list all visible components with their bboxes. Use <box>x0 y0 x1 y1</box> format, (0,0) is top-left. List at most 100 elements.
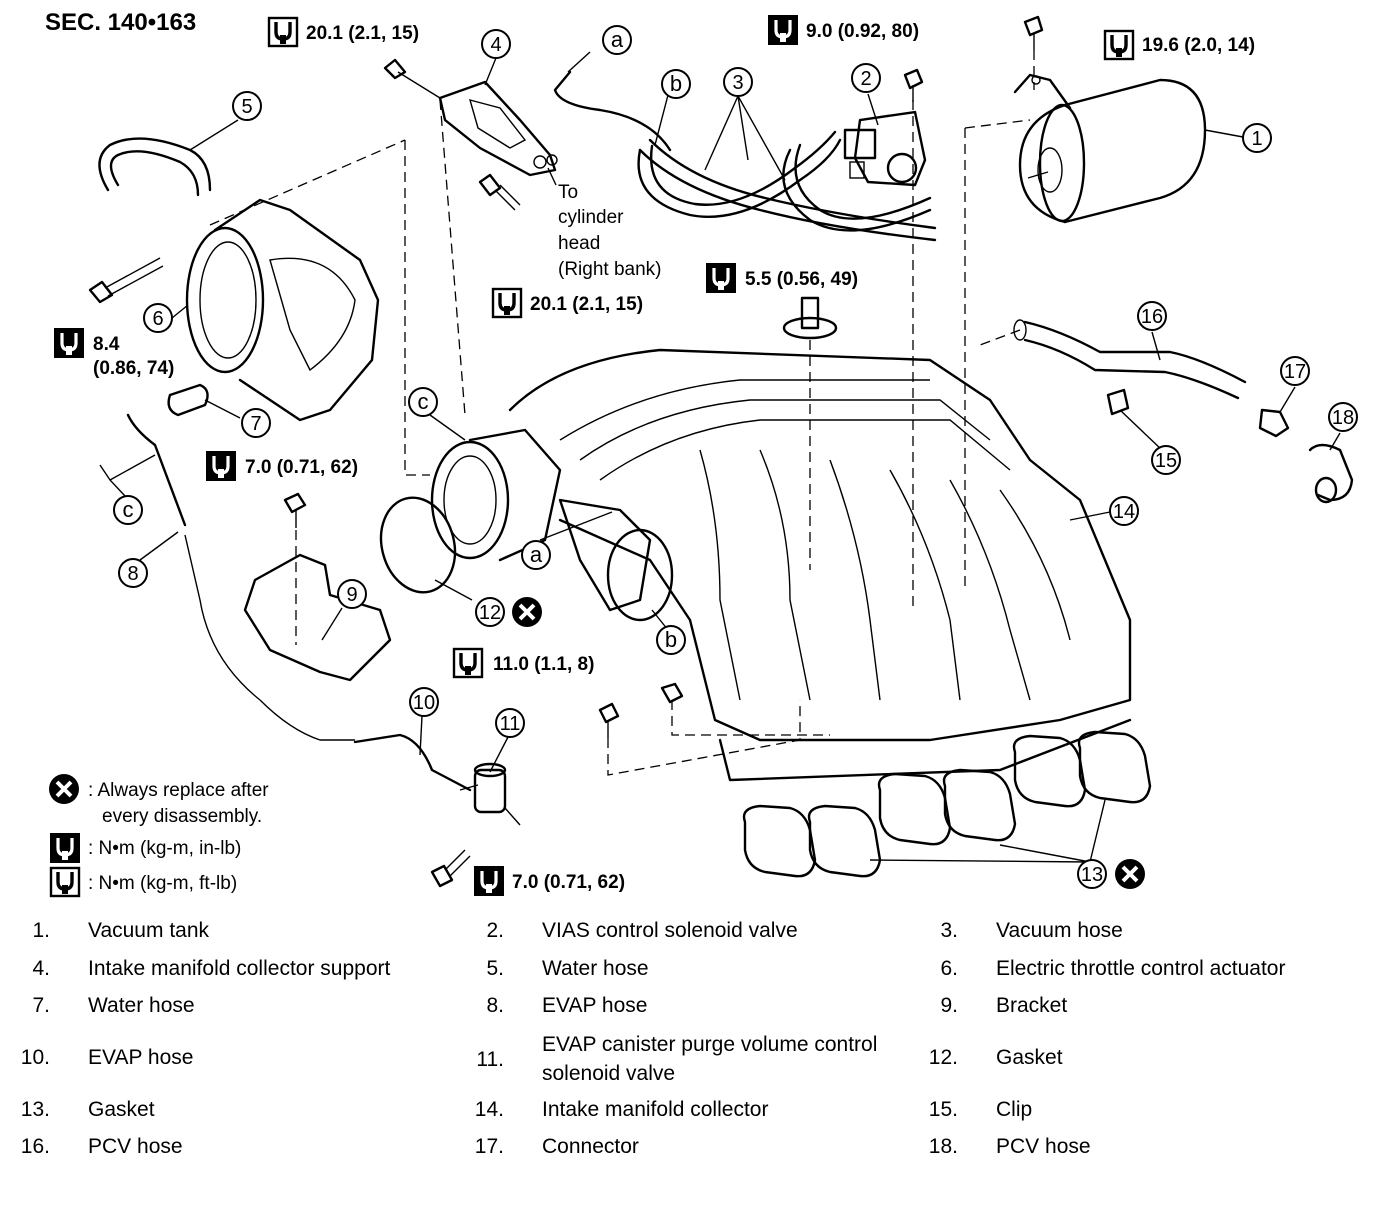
torque-spec: 20.1 (2.1, 15) <box>530 294 643 315</box>
replace-icon <box>47 772 81 806</box>
alignment-lines <box>209 50 1035 776</box>
svg-text:13: 13 <box>1081 864 1103 886</box>
torque-spec: 20.1 (2.1, 15) <box>306 23 419 44</box>
svg-text:12: 12 <box>479 602 501 624</box>
torque-spec: 7.0 (0.71, 62) <box>512 872 625 893</box>
svg-text:6: 6 <box>152 308 163 330</box>
legend-item: 4.Intake manifold collector support <box>32 957 391 980</box>
legend-item: 17.Connector <box>474 1135 639 1158</box>
evap-hose-8-drawing <box>126 413 187 527</box>
legend-item: 12.Gasket <box>928 1046 1063 1069</box>
legend-item: 18.PCV hose <box>928 1135 1091 1158</box>
svg-text:every disassembly.: every disassembly. <box>102 806 262 827</box>
torque-wrench-inlb-icon <box>52 326 86 360</box>
svg-text:10: 10 <box>413 692 435 714</box>
svg-text:head: head <box>558 233 600 254</box>
callout-12: 12 <box>475 597 505 627</box>
legend-item: 15.Clip <box>928 1098 1033 1121</box>
gasket-13-drawing <box>742 730 1152 878</box>
svg-text:4: 4 <box>490 34 501 56</box>
svg-text:a: a <box>530 542 543 567</box>
connector-label-c-upper: c <box>408 387 438 417</box>
torque-wrench-ftlb-icon <box>452 647 484 679</box>
bolt-icon <box>283 492 307 528</box>
svg-text:: Always replace after: : Always replace after <box>88 780 269 801</box>
bracket-drawing <box>243 553 392 682</box>
gasket-12-drawing <box>379 496 457 594</box>
legend-item: 10.EVAP hose <box>20 1046 194 1069</box>
svg-text:9: 9 <box>346 584 357 606</box>
legend-item: 5.Water hose <box>486 957 649 980</box>
torque-wrench-ftlb-icon <box>1103 29 1135 61</box>
torque-spec: (0.86, 74) <box>93 358 174 379</box>
legend-item: 8.EVAP hose <box>486 994 648 1017</box>
callout-9: 9 <box>337 579 367 609</box>
bolt-icon <box>1023 15 1044 50</box>
purge-solenoid-drawing <box>459 762 521 826</box>
torque-wrench-ftlb-icon <box>49 866 81 898</box>
vias-solenoid-drawing <box>843 110 927 187</box>
connector-label-b-upper: b <box>661 69 691 99</box>
torque-wrench-ftlb-icon <box>267 16 299 48</box>
bolt-icon <box>478 173 521 211</box>
svg-text:: N•m (kg-m, in-lb): : N•m (kg-m, in-lb) <box>88 838 241 859</box>
bolt-icon <box>383 58 441 99</box>
callout-11: 11 <box>495 708 525 738</box>
legend-item: 1.Vacuum tank <box>32 919 210 942</box>
bolt-icon <box>88 257 164 304</box>
callout-4: 4 <box>481 29 511 59</box>
torque-wrench-inlb-icon <box>704 261 738 295</box>
svg-text:18: 18 <box>1332 407 1354 429</box>
connector-17-drawing <box>1258 408 1290 438</box>
connector-label-b-lower: b <box>656 625 686 655</box>
svg-text:5: 5 <box>241 96 252 118</box>
svg-text:7: 7 <box>250 413 261 435</box>
svg-text:2: 2 <box>860 68 871 90</box>
throttle-adapter-drawing <box>430 428 562 562</box>
callout-15: 15 <box>1151 445 1181 475</box>
torque-wrench-inlb-icon <box>48 831 82 865</box>
torque-spec: 8.4 <box>93 334 120 355</box>
section-title: SEC. 140•163 <box>45 9 196 36</box>
callout-5: 5 <box>232 91 262 121</box>
svg-text:(Right bank): (Right bank) <box>558 259 662 280</box>
throttle-actuator-drawing <box>185 198 380 422</box>
legend-item: 9.Bracket <box>940 994 1068 1017</box>
pcv-hose-16-drawing <box>1013 319 1247 400</box>
svg-text:16: 16 <box>1141 306 1163 328</box>
torque-spec: 19.6 (2.0, 14) <box>1142 35 1255 56</box>
intake-collector-drawing <box>508 348 1132 782</box>
legend-item: 2.VIAS control solenoid valve <box>486 919 798 942</box>
torque-spec: 7.0 (0.71, 62) <box>245 457 358 478</box>
replace-icon <box>1113 857 1147 891</box>
collector-support-drawing <box>438 80 558 177</box>
svg-text:a: a <box>611 27 624 52</box>
torque-wrench-inlb-icon <box>472 864 506 898</box>
svg-text:1: 1 <box>1251 128 1262 150</box>
legend-item: 11.EVAP canister purge volume control so… <box>476 1033 878 1085</box>
torque-spec: 5.5 (0.56, 49) <box>745 269 858 290</box>
svg-text:To: To <box>558 182 578 203</box>
pcv-hose-18-drawing <box>1308 443 1354 504</box>
vacuum-hose-drawing <box>637 130 937 242</box>
torque-wrench-inlb-icon <box>204 449 238 483</box>
bolt-icon <box>598 682 684 738</box>
torque-wrench-ftlb-icon <box>491 287 523 319</box>
connector-label-c-lower: c <box>113 495 143 525</box>
torque-spec: 9.0 (0.92, 80) <box>806 21 919 42</box>
clip-15-drawing <box>1106 388 1130 416</box>
callout-8: 8 <box>118 558 148 588</box>
callout-10: 10 <box>409 687 439 717</box>
svg-text:: N•m (kg-m, ft-lb): : N•m (kg-m, ft-lb) <box>88 873 237 894</box>
connector-label-a-lower: a <box>521 540 551 570</box>
svg-text:11: 11 <box>500 713 521 735</box>
bolt-icon <box>903 68 924 102</box>
symbol-key: : Always replace after every disassembly… <box>47 772 269 898</box>
legend-item: 14.Intake manifold collector <box>474 1098 769 1121</box>
water-hose-short-drawing <box>167 383 209 417</box>
svg-text:15: 15 <box>1155 450 1177 472</box>
legend-item: 7.Water hose <box>32 994 195 1017</box>
bolt-icon <box>430 849 471 888</box>
svg-text:8: 8 <box>127 563 138 585</box>
callout-7: 7 <box>241 408 271 438</box>
